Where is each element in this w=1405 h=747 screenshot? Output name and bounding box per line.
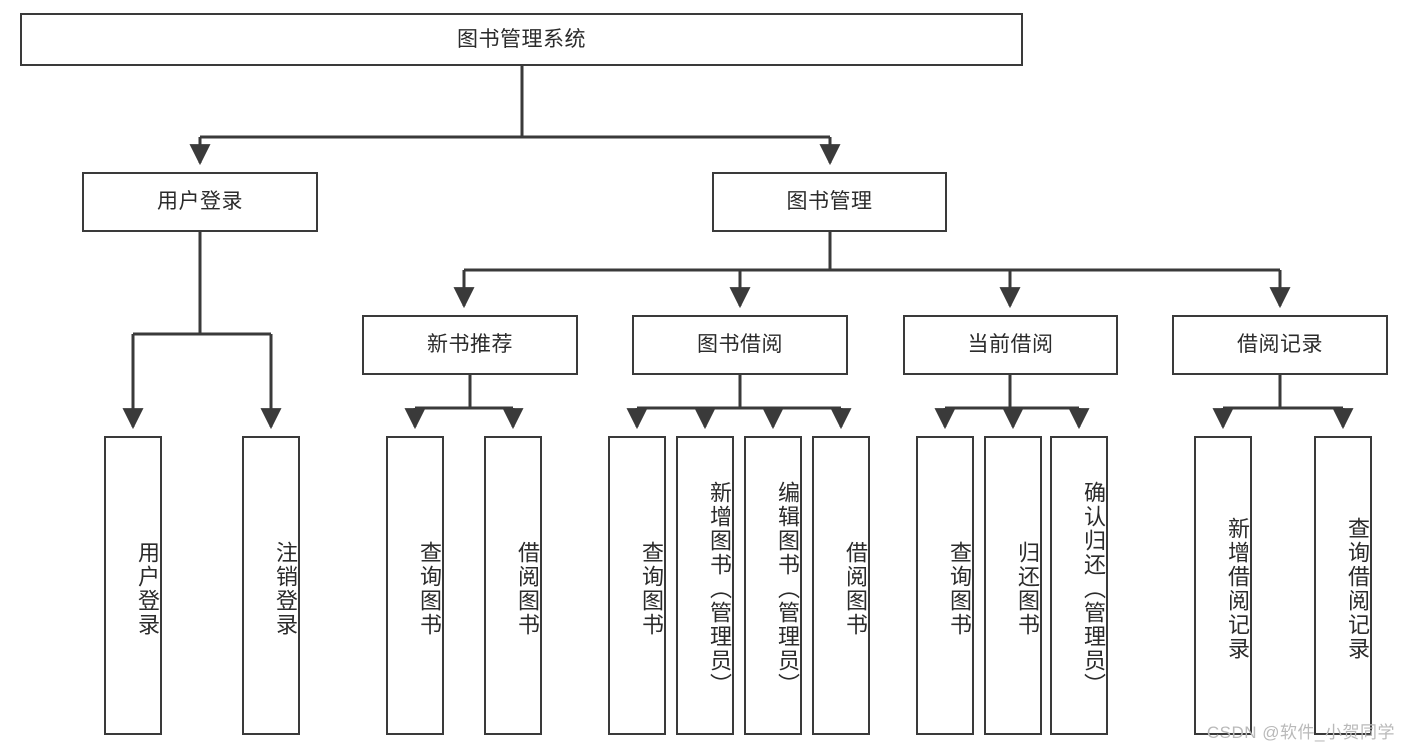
node-label: 查询借阅记录 bbox=[1345, 516, 1370, 661]
node-label: 新增图书（管理员） bbox=[707, 480, 732, 697]
node-level3-2[interactable]: 当前借阅 bbox=[903, 315, 1118, 375]
node-label: 编辑图书（管理员） bbox=[775, 480, 800, 697]
node-label: 借阅记录 bbox=[1237, 333, 1323, 357]
node-level3-1[interactable]: 图书借阅 bbox=[632, 315, 848, 375]
node-label: 查询图书 bbox=[639, 540, 664, 637]
node-label: 用户登录 bbox=[135, 540, 160, 637]
node-leaf-8[interactable]: 查询图书 bbox=[916, 436, 974, 735]
node-label: 查询图书 bbox=[947, 540, 972, 637]
node-leaf-6[interactable]: 编辑图书（管理员） bbox=[744, 436, 802, 735]
node-level2-1[interactable]: 图书管理 bbox=[712, 172, 947, 232]
node-level3-0[interactable]: 新书推荐 bbox=[362, 315, 578, 375]
node-label: 查询图书 bbox=[417, 540, 442, 637]
node-leaf-7[interactable]: 借阅图书 bbox=[812, 436, 870, 735]
node-label: 图书管理 bbox=[786, 190, 873, 214]
node-level2-0[interactable]: 用户登录 bbox=[82, 172, 318, 232]
node-leaf-5[interactable]: 新增图书（管理员） bbox=[676, 436, 734, 735]
node-level3-3[interactable]: 借阅记录 bbox=[1172, 315, 1388, 375]
node-leaf-0[interactable]: 用户登录 bbox=[104, 436, 162, 735]
node-leaf-9[interactable]: 归还图书 bbox=[984, 436, 1042, 735]
node-label: 借阅图书 bbox=[843, 540, 868, 637]
node-label: 图书借阅 bbox=[697, 333, 783, 357]
node-label: 注销登录 bbox=[273, 540, 298, 637]
node-leaf-10[interactable]: 确认归还（管理员） bbox=[1050, 436, 1108, 735]
node-leaf-4[interactable]: 查询图书 bbox=[608, 436, 666, 735]
node-leaf-12[interactable]: 查询借阅记录 bbox=[1314, 436, 1372, 735]
node-label: 归还图书 bbox=[1015, 540, 1040, 637]
node-label: 确认归还（管理员） bbox=[1081, 480, 1106, 697]
node-label: 当前借阅 bbox=[967, 333, 1054, 357]
node-leaf-2[interactable]: 查询图书 bbox=[386, 436, 444, 735]
csdn-watermark: CSDN @软件_小贺同学 bbox=[1206, 723, 1395, 742]
node-leaf-11[interactable]: 新增借阅记录 bbox=[1194, 436, 1252, 735]
node-label: 用户登录 bbox=[157, 190, 243, 214]
node-label: 新书推荐 bbox=[427, 333, 513, 357]
node-label: 借阅图书 bbox=[515, 540, 540, 637]
node-root-book-management-system[interactable]: 图书管理系统 bbox=[20, 13, 1023, 66]
node-label: 图书管理系统 bbox=[457, 27, 586, 51]
node-leaf-3[interactable]: 借阅图书 bbox=[484, 436, 542, 735]
node-label: 新增借阅记录 bbox=[1225, 516, 1250, 661]
node-leaf-1[interactable]: 注销登录 bbox=[242, 436, 300, 735]
